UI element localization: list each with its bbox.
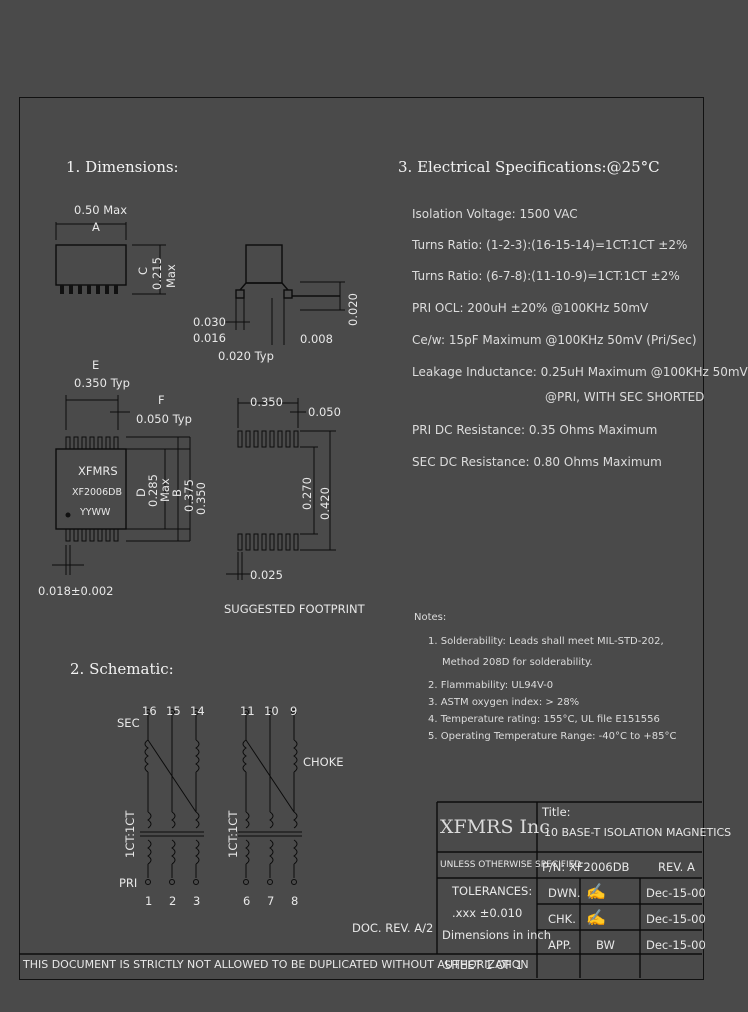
- dim-e-value: 0.350 Typ: [74, 376, 130, 390]
- pin-15: 15: [166, 704, 181, 718]
- dim-018: 0.018±0.002: [38, 584, 114, 598]
- unless-specified: UNLESS OTHERWISE SPECIFIED: [440, 860, 582, 870]
- pin-10: 10: [264, 704, 279, 718]
- part-brand: XFMRS: [78, 464, 118, 478]
- pin-7: 7: [267, 894, 275, 908]
- dim-030: 0.030: [193, 315, 226, 329]
- note-1b: Method 208D for solderability.: [442, 657, 593, 668]
- dim-c-max: Max: [164, 264, 178, 288]
- note-3: 3. ASTM oxygen index: > 28%: [428, 697, 580, 708]
- pin-11: 11: [240, 704, 255, 718]
- spec-leakage-condition: @PRI, WITH SEC SHORTED: [545, 390, 705, 404]
- drawing-lines: [19, 222, 702, 978]
- pin-1: 1: [145, 894, 153, 908]
- app-label: APP.: [548, 938, 572, 952]
- pin-9: 9: [290, 704, 298, 718]
- app-date: Dec-15-00: [646, 938, 706, 952]
- spec-leakage: Leakage Inductance: 0.25uH Maximum @100K…: [412, 365, 748, 379]
- ratio-label-right: 1CT:1CT: [226, 810, 240, 858]
- pin-14: 14: [190, 704, 205, 718]
- dim-008: 0.008: [300, 332, 333, 346]
- chk-label: CHK.: [548, 912, 576, 926]
- pin-3: 3: [193, 894, 201, 908]
- dim-020-typ: 0.020 Typ: [218, 349, 274, 363]
- electrical-heading: 3. Electrical Specifications:@25°C: [398, 158, 660, 176]
- schematic-heading: 2. Schematic:: [70, 660, 174, 678]
- notes-title: Notes:: [414, 612, 447, 623]
- dim-e-letter: E: [92, 358, 100, 372]
- dim-a-value: 0.50 Max: [74, 203, 128, 217]
- spec-sec-dcr: SEC DC Resistance: 0.80 Ohms Maximum: [412, 455, 662, 469]
- sec-label: SEC: [117, 716, 140, 730]
- footprint-270: 0.270: [300, 477, 314, 510]
- dim-f-letter: F: [158, 393, 165, 407]
- pin-2: 2: [169, 894, 177, 908]
- dim-016: 0.016: [193, 331, 226, 345]
- note-1a: 1. Solderability: Leads shall meet MIL-S…: [428, 636, 664, 647]
- footprint-350: 0.350: [250, 395, 283, 409]
- ratio-label-left: 1CT:1CT: [123, 810, 137, 858]
- dim-a-letter: A: [92, 220, 100, 234]
- choke-label: CHOKE: [303, 755, 344, 769]
- footer-notice: THIS DOCUMENT IS STRICTLY NOT ALLOWED TO…: [23, 958, 529, 971]
- dwn-signature: ✍: [586, 882, 606, 901]
- spec-turns-ratio-1: Turns Ratio: (1-2-3):(16-15-14)=1CT:1CT …: [412, 238, 688, 252]
- dwn-label: DWN.: [548, 886, 581, 900]
- pin-8: 8: [291, 894, 299, 908]
- company-name: XFMRS Inc: [440, 816, 550, 838]
- note-2: 2. Flammability: UL94V-0: [428, 680, 554, 691]
- tolerance-value: .xxx ±0.010: [452, 906, 523, 920]
- dim-c-value: 0.215: [150, 257, 164, 290]
- dim-350-vertical: 0.350: [194, 482, 208, 515]
- chk-date: Dec-15-00: [646, 912, 706, 926]
- app-name: BW: [596, 938, 615, 952]
- sheet-number: SHEET 1 OF 1: [444, 958, 523, 972]
- spec-turns-ratio-2: Turns Ratio: (6-7-8):(11-10-9)=1CT:1CT ±…: [412, 269, 680, 283]
- dimensions-heading: 1. Dimensions:: [66, 158, 179, 176]
- footprint-420: 0.420: [318, 487, 332, 520]
- note-4: 4. Temperature rating: 155°C, UL file E1…: [428, 714, 660, 725]
- dimensions-unit: Dimensions in inch: [442, 928, 552, 942]
- pri-label: PRI: [119, 876, 138, 890]
- part-date-code: YYWW: [80, 507, 111, 518]
- tolerances-label: TOLERANCES:: [452, 884, 533, 898]
- dim-020-vertical: 0.020: [346, 293, 360, 326]
- pin-16: 16: [142, 704, 157, 718]
- dim-c-letter: C: [136, 266, 150, 275]
- pin-6: 6: [243, 894, 251, 908]
- dwn-date: Dec-15-00: [646, 886, 706, 900]
- drawing-title: 10 BASE-T ISOLATION MAGNETICS: [544, 826, 732, 839]
- spec-pri-dcr: PRI DC Resistance: 0.35 Ohms Maximum: [412, 423, 658, 437]
- part-number-field: P/N: XF2006DB: [542, 860, 630, 874]
- spec-isolation-voltage: Isolation Voltage: 1500 VAC: [412, 207, 578, 221]
- chk-signature: ✍: [586, 908, 606, 927]
- doc-revision: DOC. REV. A/2: [352, 921, 434, 935]
- spec-pri-ocl: PRI OCL: 200uH ±20% @100KHz 50mV: [412, 301, 649, 315]
- footprint-025: 0.025: [250, 568, 283, 582]
- note-5: 5. Operating Temperature Range: -40°C to…: [428, 731, 677, 742]
- dim-f-value: 0.050 Typ: [136, 412, 192, 426]
- revision-field: REV. A: [658, 860, 695, 874]
- footprint-caption: SUGGESTED FOOTPRINT: [224, 602, 365, 616]
- drawing-frame: [19, 97, 704, 980]
- footprint-050: 0.050: [308, 405, 341, 419]
- title-label: Title:: [542, 805, 571, 819]
- spec-cew: Ce/w: 15pF Maximum @100KHz 50mV (Pri/Sec…: [412, 333, 697, 347]
- part-number: XF2006DB: [72, 487, 122, 498]
